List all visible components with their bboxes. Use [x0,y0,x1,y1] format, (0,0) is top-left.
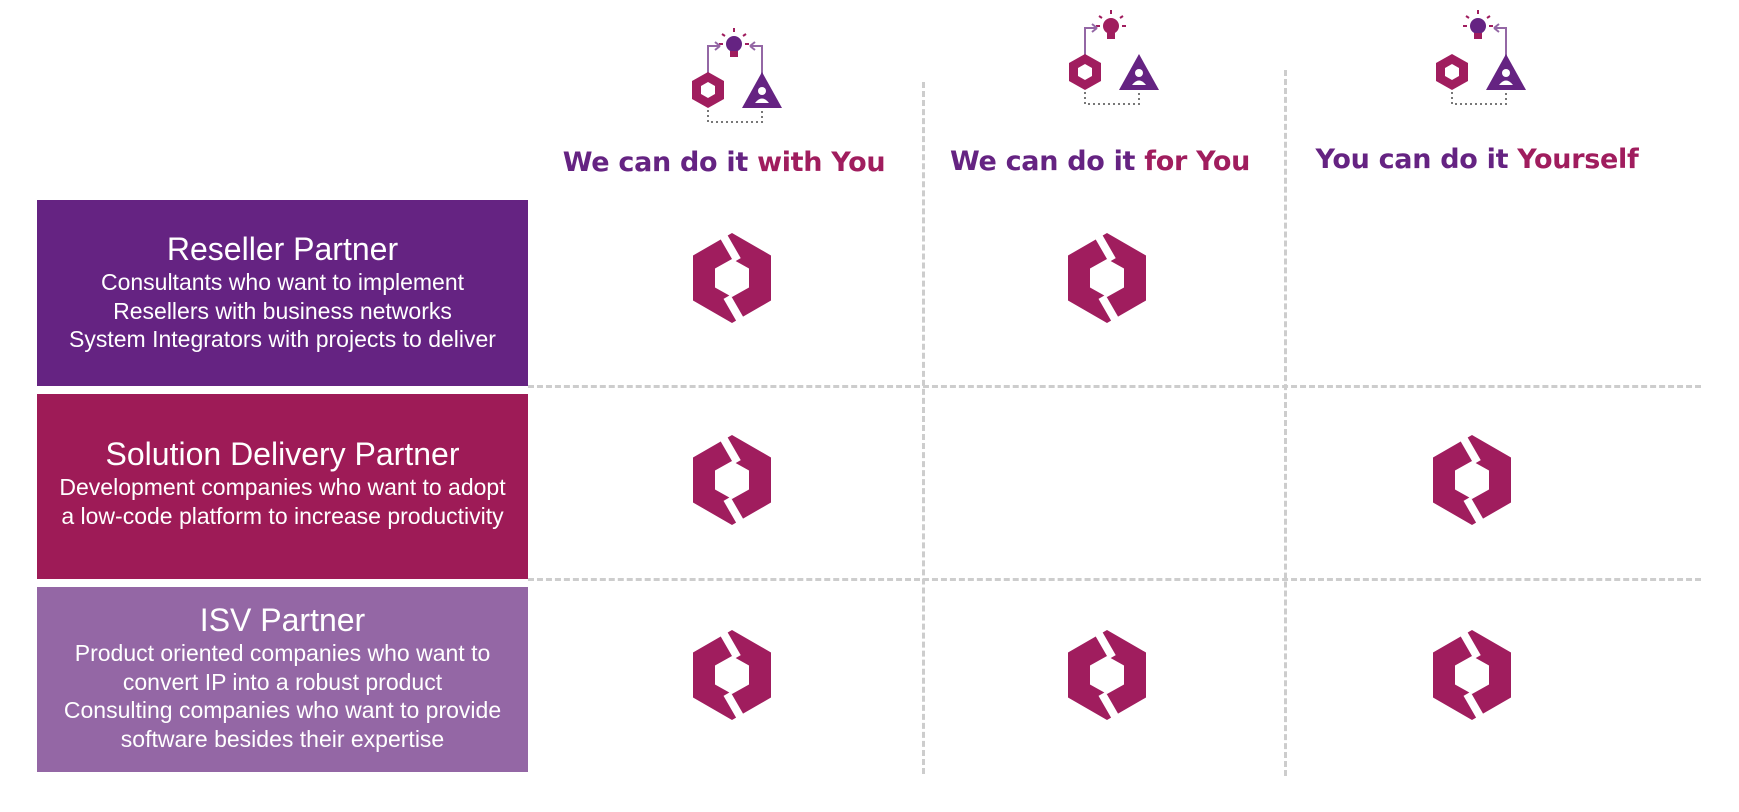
column-header-part1: We can do it [949,146,1145,177]
brand-hexagon-mark-icon [693,630,771,720]
collaboration-cycle-icon [692,28,782,123]
column-header-part2: for You [1144,146,1251,177]
brand-hexagon-mark-icon [1068,233,1146,323]
collaboration-cycle-icon [1069,10,1159,105]
row-description-line: software besides their expertise [120,725,445,752]
column-header-with-you: We can do it with You [544,147,904,178]
brand-hexagon-mark-icon [1433,630,1511,720]
row-description-line: System Integrators with projects to deli… [69,326,496,352]
grid-line-vertical [922,82,925,774]
grid-line-vertical [1284,70,1287,776]
grid-line-horizontal [528,578,1701,581]
row-title: ISV Partner [199,602,366,638]
row-description-line: Resellers with business networks [113,297,452,324]
row-description-line: Consultants who want to implement [100,269,465,295]
column-header-part1: You can do it [1315,144,1518,175]
brand-hexagon-mark-icon [1068,630,1146,720]
brand-hexagon-mark-icon [693,435,771,525]
row-description-line: Product oriented companies who want to [74,640,491,666]
row-label-isv-partner: ISV Partner Product oriented companies w… [37,587,528,772]
row-description-line: Consulting companies who want to provide [63,697,502,723]
grid-line-horizontal [528,385,1701,388]
row-label-solution-delivery-partner: Solution Delivery Partner Development co… [37,394,528,579]
column-header-part1: We can do it [562,147,758,178]
brand-hexagon-mark-icon [1433,435,1511,525]
row-description-line: Development companies who want to adopt [59,474,506,500]
row-label-reseller-partner: Reseller Partner Consultants who want to… [37,200,528,386]
column-header-part2: Yourself [1517,144,1639,175]
row-title: Reseller Partner [166,231,399,267]
collaboration-cycle-icon [1436,10,1526,105]
brand-hexagon-mark-icon [693,233,771,323]
row-description-line: a low-code platform to increase producti… [61,502,504,529]
row-title: Solution Delivery Partner [105,436,460,472]
column-header-yourself: You can do it Yourself [1297,144,1657,175]
column-header-for-you: We can do it for You [920,146,1280,177]
column-header-part2: with You [757,147,886,178]
row-description-line: convert IP into a robust product [122,668,443,695]
